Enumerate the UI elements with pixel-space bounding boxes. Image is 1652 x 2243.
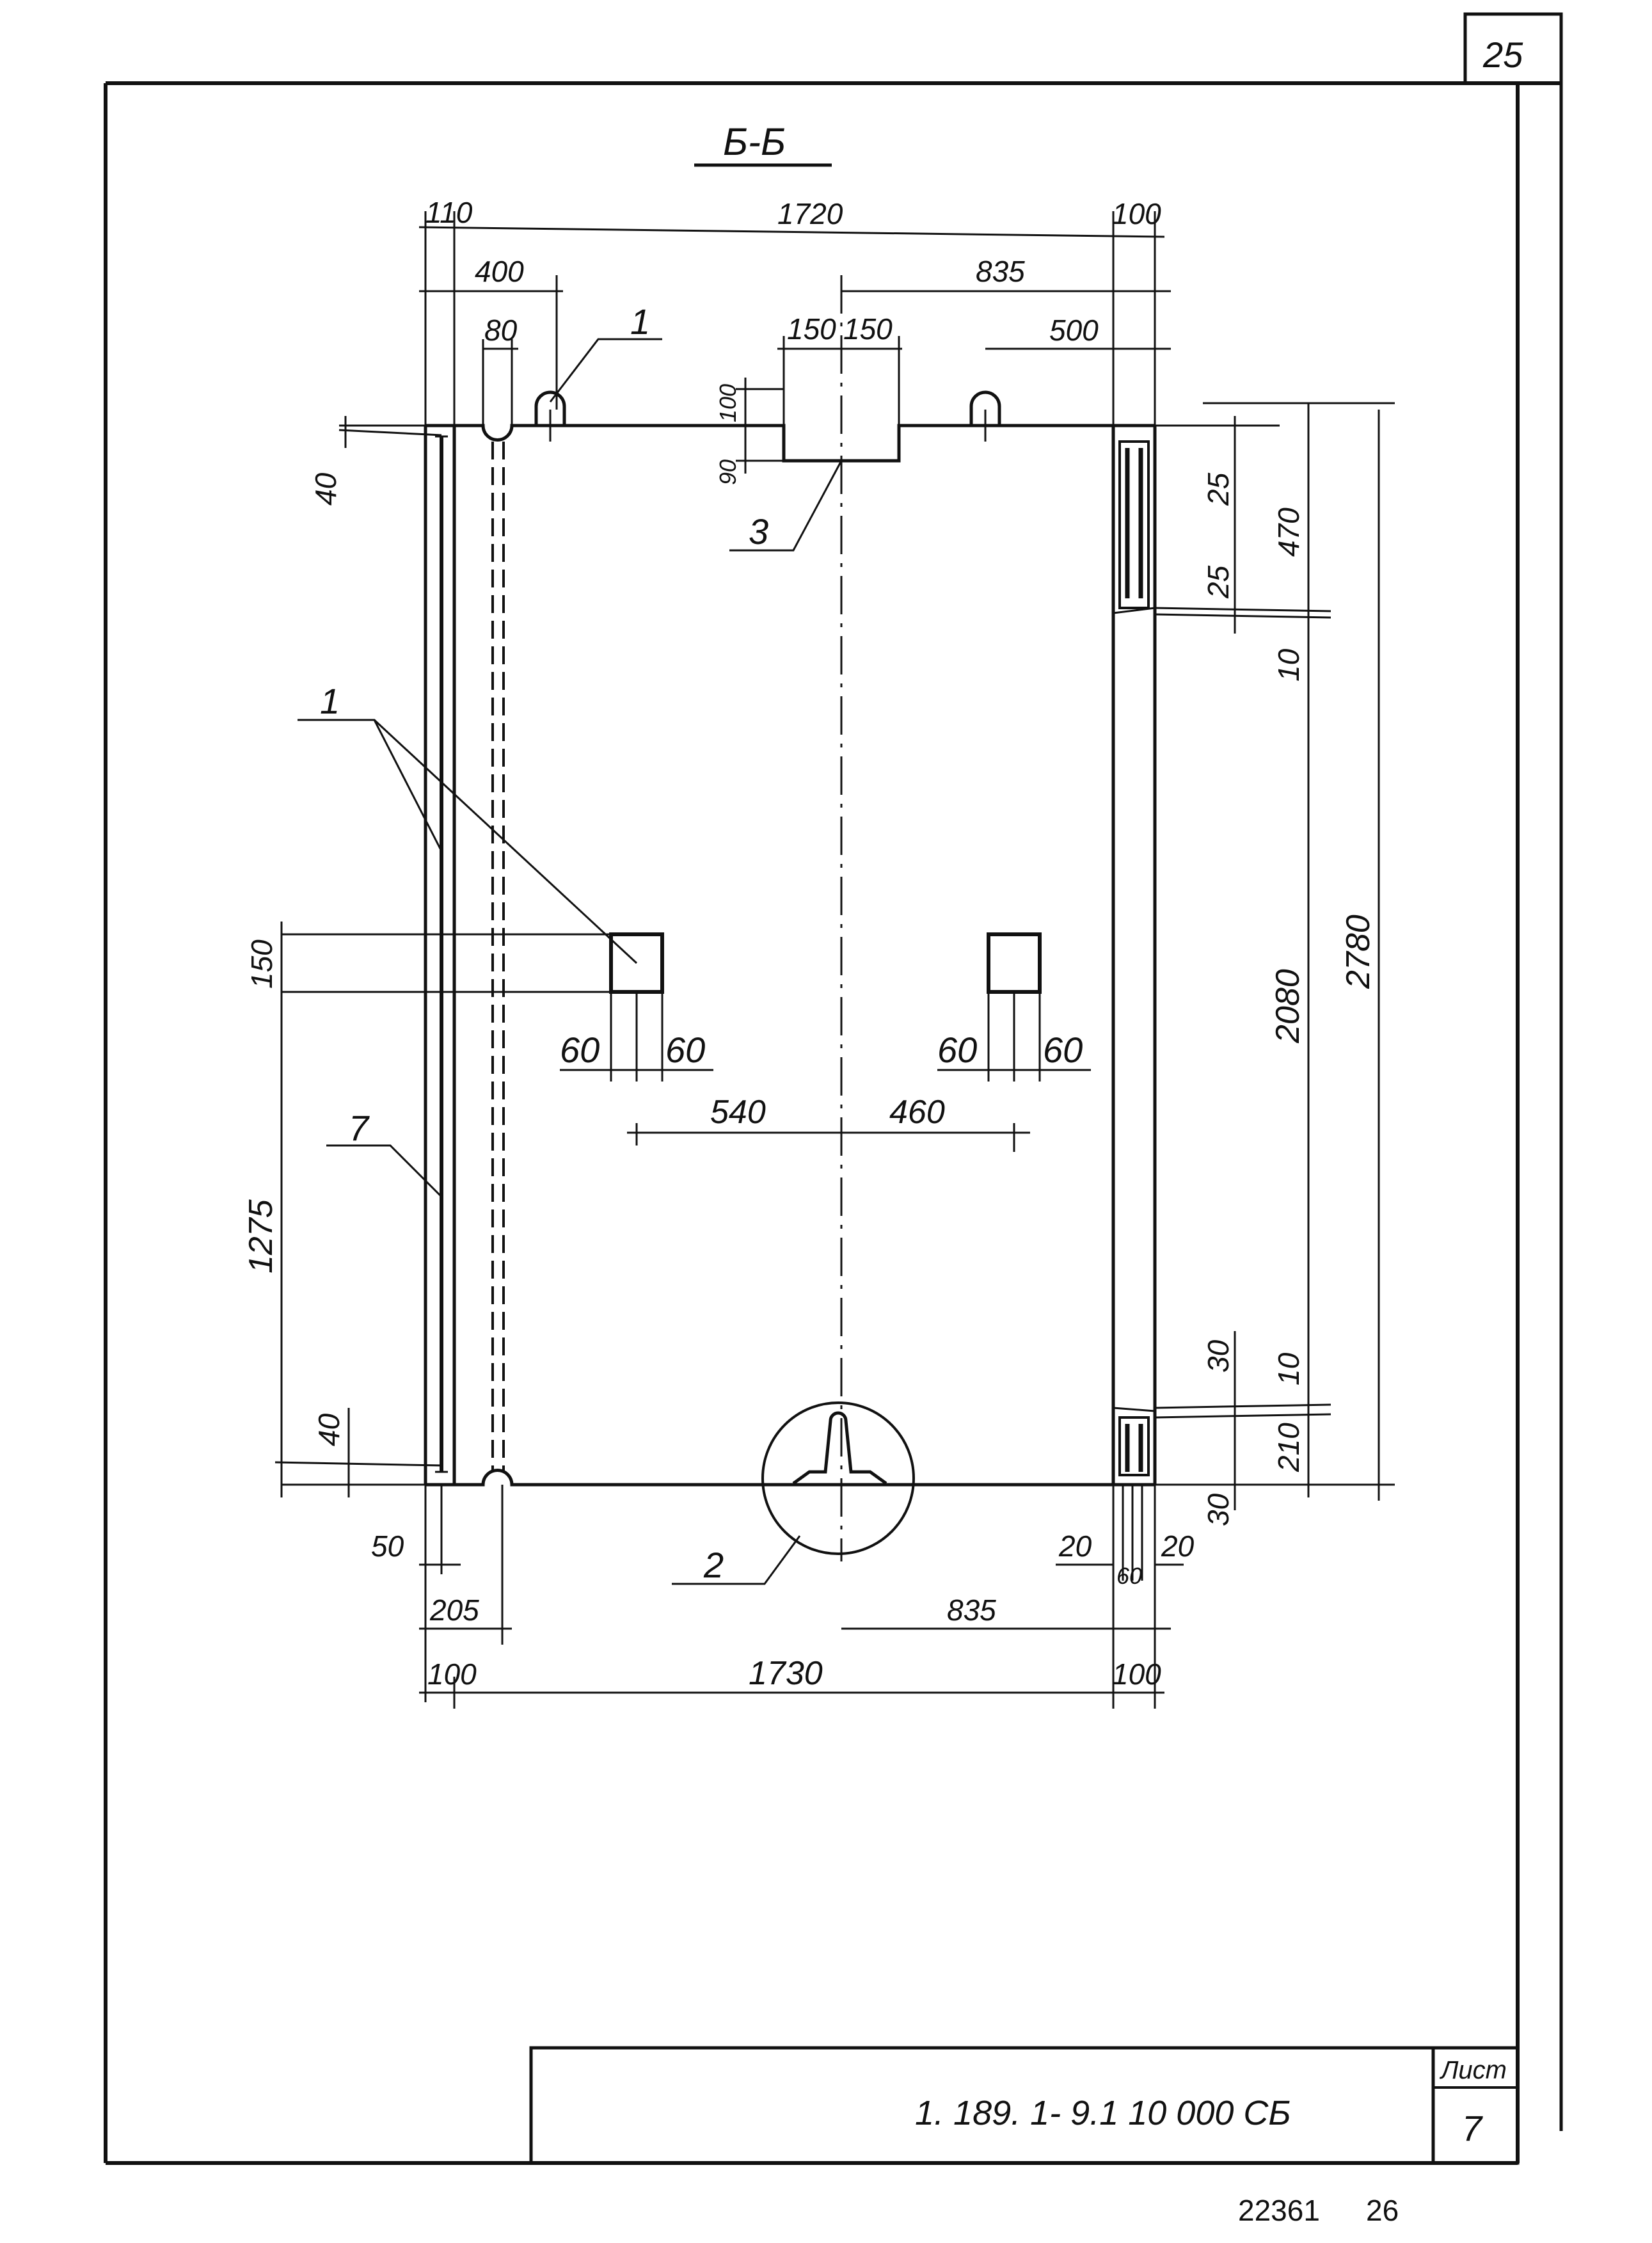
dim-right-10b: 10 [1272, 1352, 1305, 1385]
page-number-box: 25 [1463, 12, 1563, 83]
dim-bot-20a: 20 [1058, 1529, 1092, 1563]
dim-right-2780: 2780 [1340, 914, 1377, 989]
dim-top-400: 400 [475, 255, 524, 288]
dim-right-30b: 30 [1202, 1493, 1235, 1526]
dim-top-150a: 150 [787, 312, 836, 346]
svg-text:7: 7 [349, 1108, 370, 1148]
dim-mid-460: 460 [889, 1094, 945, 1131]
dim-open-60d: 60 [1043, 1030, 1083, 1070]
left-reinforcement [435, 435, 448, 1473]
dim-right-2080: 2080 [1269, 969, 1307, 1044]
leader-item-7: 7 [326, 1108, 443, 1198]
dim-right-30a: 30 [1202, 1339, 1235, 1373]
title-block: Лист 7 1. 189. 1- 9.1 10 000 СБ [529, 2046, 1520, 2165]
dim-top-150b: 150 [843, 312, 893, 346]
archive-page: 26 [1366, 2194, 1399, 2227]
detail-callout-2 [761, 1401, 915, 1555]
sheet-label: Лист [1439, 2056, 1507, 2084]
dim-left-40-bottom: 40 [312, 1413, 345, 1446]
dim-bot-100a: 100 [427, 1657, 477, 1691]
leader-item-1-top: 1 [549, 301, 662, 403]
leader-item-3: 3 [729, 460, 843, 552]
drawing-code: 1. 189. 1- 9.1 10 000 СБ [915, 2094, 1291, 2132]
dim-bot-50: 50 [371, 1529, 404, 1563]
sheet-frame [104, 81, 1563, 2165]
dim-mid-540: 540 [710, 1094, 766, 1131]
dim-left-100: 100 [715, 384, 741, 422]
dim-right-10a: 10 [1272, 648, 1305, 682]
dim-bot-205: 205 [429, 1593, 479, 1627]
dim-top-500: 500 [1049, 314, 1099, 347]
dim-top-100: 100 [1112, 197, 1161, 230]
dim-right-25a: 25 [1202, 472, 1235, 506]
dim-left-90: 90 [715, 459, 741, 485]
dim-top-80: 80 [484, 314, 518, 347]
svg-text:2: 2 [703, 1545, 724, 1585]
svg-text:Б-Б: Б-Б [723, 120, 786, 163]
archive-number: 22361 [1238, 2194, 1320, 2227]
dim-left-150: 150 [245, 939, 278, 989]
dim-bot-60: 60 [1116, 1563, 1142, 1589]
panel-outline [424, 424, 1157, 1487]
svg-text:3: 3 [749, 511, 768, 552]
dim-bot-1730: 1730 [749, 1655, 823, 1692]
right-embedded-parts [1113, 440, 1156, 1476]
dim-left-1275: 1275 [242, 1199, 280, 1273]
page-number-top: 25 [1482, 35, 1523, 75]
svg-text:1: 1 [630, 301, 650, 342]
section-title: Б-Б [694, 120, 832, 167]
leader-item-1-mid: 1 [298, 681, 638, 964]
sheet-number: 7 [1462, 2108, 1483, 2148]
dim-open-60c: 60 [937, 1030, 977, 1070]
opening-right [987, 932, 1042, 994]
dim-right-25b: 25 [1202, 565, 1235, 599]
dim-open-60b: 60 [665, 1030, 705, 1070]
dim-left-40-top: 40 [309, 472, 342, 506]
leader-item-2: 2 [672, 1535, 801, 1585]
lifting-hook-left [534, 390, 566, 442]
dimension-lines [274, 211, 1395, 1709]
dim-top-835: 835 [976, 255, 1025, 288]
dim-right-210: 210 [1272, 1423, 1305, 1473]
dim-right-470: 470 [1272, 507, 1305, 557]
dim-bot-100b: 100 [1112, 1657, 1161, 1691]
dim-bot-835: 835 [947, 1593, 996, 1627]
dimension-texts: 110 1720 100 400 835 80 150 150 500 100 … [242, 196, 1377, 1692]
lifting-hook-right [969, 390, 1001, 442]
svg-text:1: 1 [320, 681, 340, 721]
dim-bot-20b: 20 [1161, 1529, 1195, 1563]
dim-top-110: 110 [425, 196, 473, 229]
dim-open-60a: 60 [560, 1030, 600, 1070]
hidden-channel-lines [491, 442, 505, 1472]
dim-top-1720: 1720 [777, 197, 843, 230]
